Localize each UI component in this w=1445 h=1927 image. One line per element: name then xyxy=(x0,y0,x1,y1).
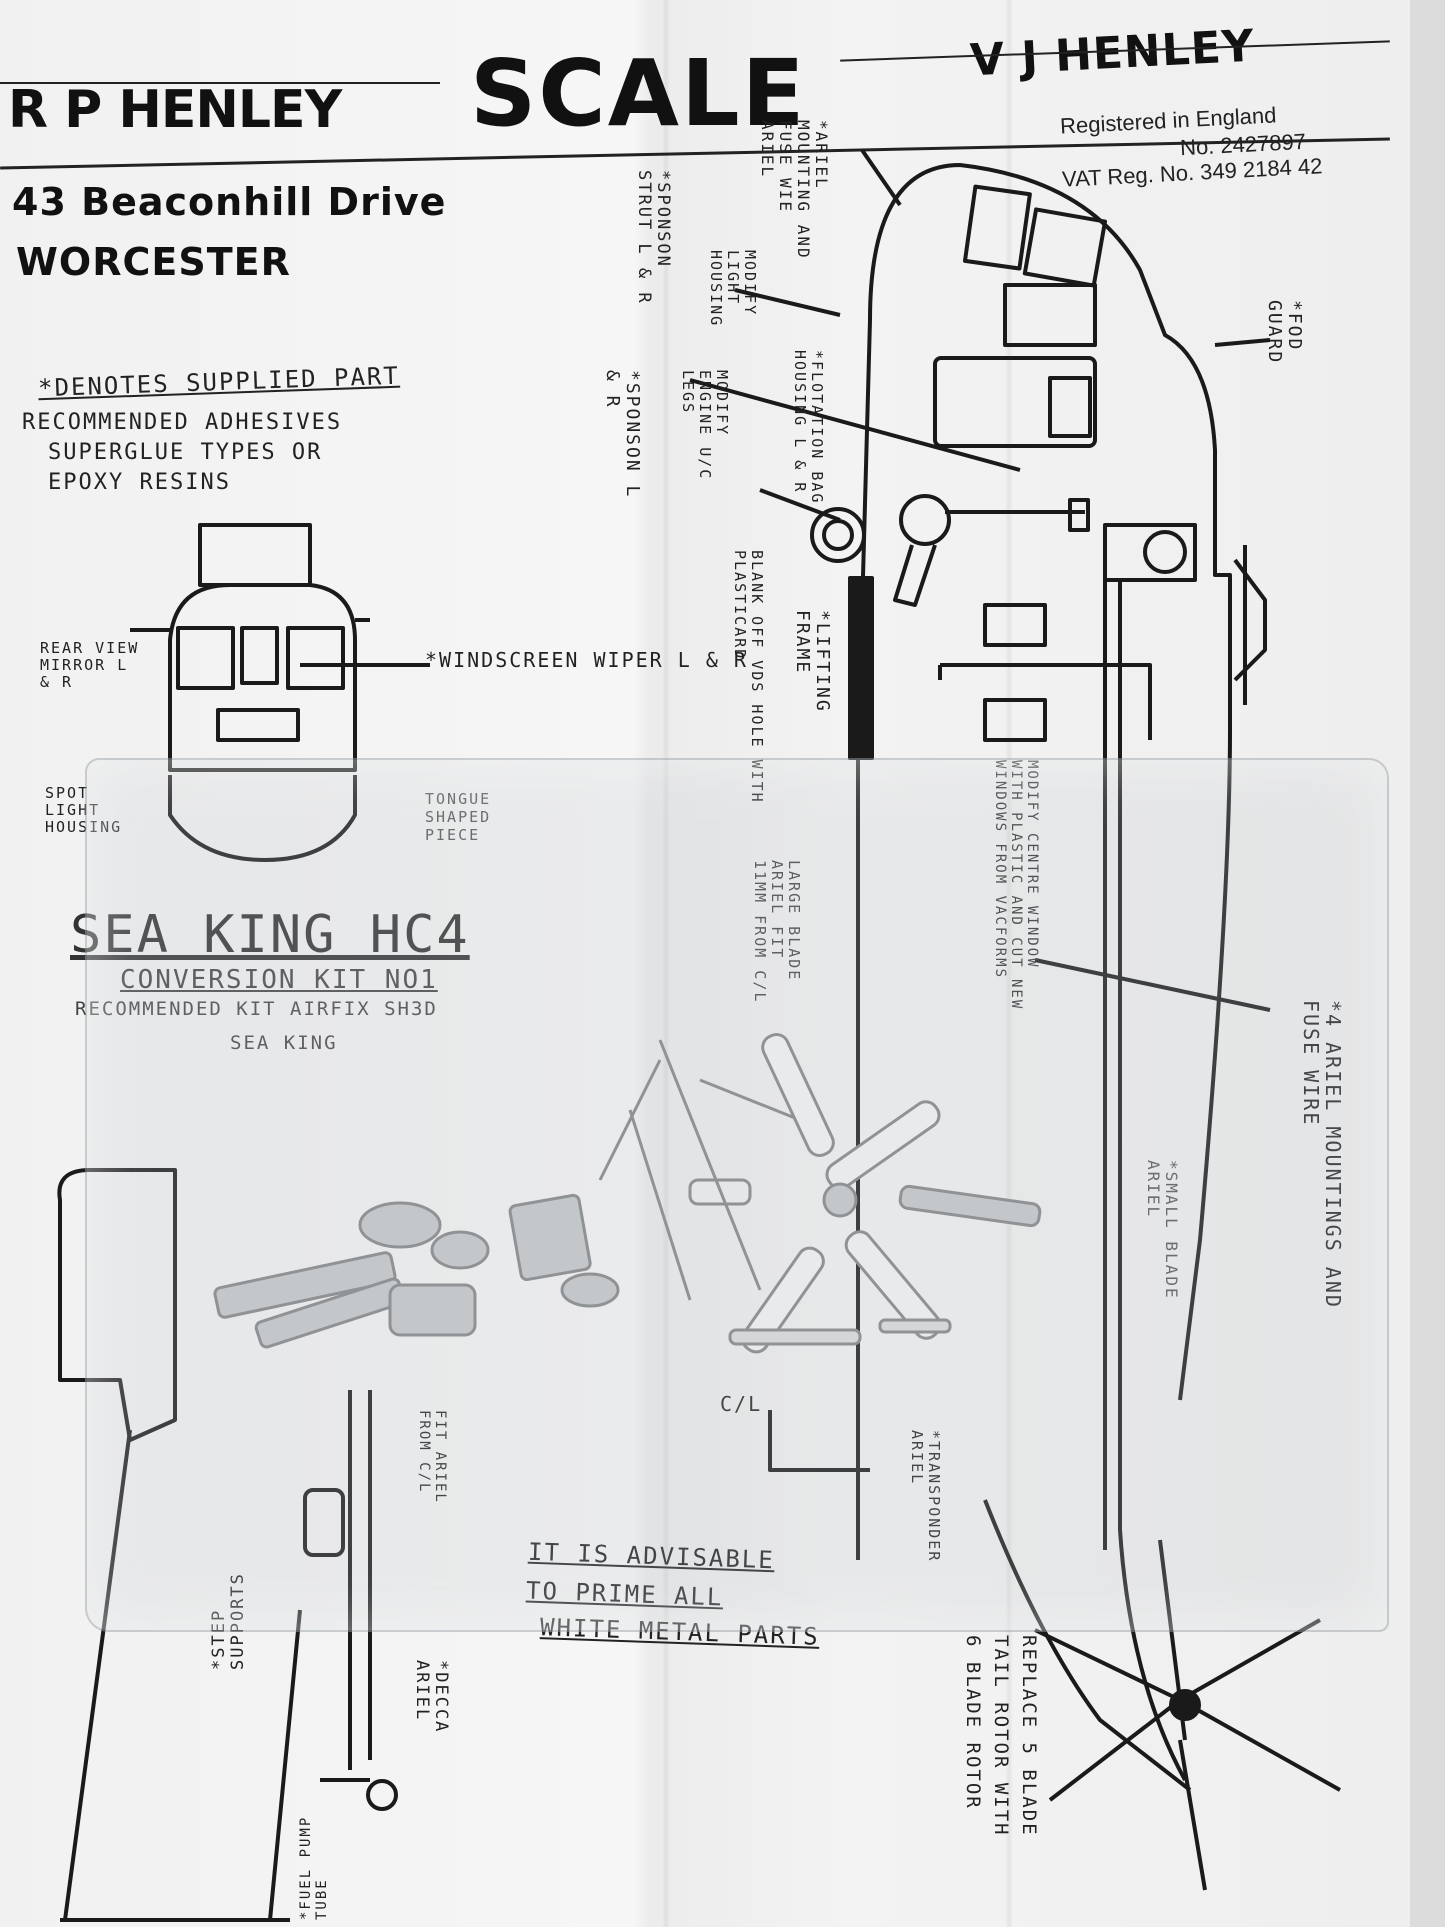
helicopter-drawings xyxy=(57,148,1341,1922)
label-sponson-strut: *SPONSON STRUT L & R xyxy=(634,170,673,305)
label-large-blade: LARGE BLADE ARIEL FIT 11mm FROM C/L xyxy=(751,860,803,1004)
label-spotlight: SPOT LIGHT HOUSING xyxy=(45,784,123,836)
label-replace3: 6 BLADE ROTOR xyxy=(962,1635,984,1810)
adhesive-line2: SUPERGLUE TYPES OR xyxy=(48,440,323,465)
address-line2: WORCESTER xyxy=(16,240,291,284)
label-sponson: *SPONSON L & R xyxy=(602,370,643,499)
brand-left: R P HENLEY xyxy=(8,80,342,140)
label-fod-guard: *FOD GUARD xyxy=(1264,300,1305,365)
paper-fold xyxy=(1005,0,1013,1927)
kit-subtitle: CONVERSION KIT No1 xyxy=(120,965,438,995)
label-wiper: *WINDSCREEN WIPER L & R xyxy=(425,648,748,672)
front-cockpit-outline xyxy=(168,583,357,772)
label-four-ariel: *4 ARIEL MOUNTINGS AND FUSE WIRE xyxy=(1299,1000,1345,1309)
label-ariel-mounting: *ARIEL MOUNTING AND FUSE WIE ARIEL xyxy=(758,120,831,260)
label-modify-engine: MODIFY ENGINE U/C LEGS xyxy=(679,370,731,481)
label-fit-ariel: FIT ARIEL FROM C/L xyxy=(416,1410,448,1504)
label-replace1: REPLACE 5 BLADE xyxy=(1018,1635,1040,1837)
label-modify-light: MODIFY LIGHT HOUSING xyxy=(707,250,759,328)
side-fuselage-outline xyxy=(868,163,1232,1401)
label-modify-centre: MODIFY CENTRE WINDOW WITH PLASTIC AND CU… xyxy=(992,760,1040,1011)
label-mirror: REAR VIEW MIRROR L & R xyxy=(40,639,140,691)
brand-center: SCALE xyxy=(470,40,807,147)
front-nose-outline xyxy=(168,775,357,862)
label-blank-off: BLANK OFF VDS HOLE WITH PLASTICARD xyxy=(731,550,766,804)
instruction-sheet: R P HENLEY SCALE V J HENLEY 43 Beaconhil… xyxy=(0,0,1410,1927)
adhesive-line3: EPOXY RESINS xyxy=(48,470,231,495)
label-c-l: C/L xyxy=(720,1392,763,1416)
paper-fold xyxy=(662,0,670,1927)
kit-recommended1: RECOMMENDED KIT AIRFIX SH3D xyxy=(75,998,438,1020)
white-metal-parts xyxy=(213,1033,1042,1354)
label-small-blade: *SMALL BLADE ARIEL xyxy=(1144,1160,1181,1300)
label-decca: *DECCA ARIEL xyxy=(412,1660,451,1734)
kit-recommended2: SEA KING xyxy=(230,1032,338,1054)
label-lifting-frame: *LIFTING FRAME xyxy=(792,610,833,713)
label-transponder: *TRANSPONDER ARIEL xyxy=(908,1430,943,1563)
label-replace2: TAIL ROTOR WITH xyxy=(990,1635,1012,1837)
header-rule-top xyxy=(0,82,440,84)
label-flotation: *FLOTATION BAG HOUSING L & R xyxy=(791,350,826,505)
label-tongue: TONGUE SHAPED PIECE xyxy=(425,790,492,844)
kit-title: SEA KING HC4 xyxy=(70,905,470,965)
adhesive-line1: RECOMMENDED ADHESIVES xyxy=(22,410,343,435)
address-line1: 43 Beaconhill Drive xyxy=(12,180,447,224)
